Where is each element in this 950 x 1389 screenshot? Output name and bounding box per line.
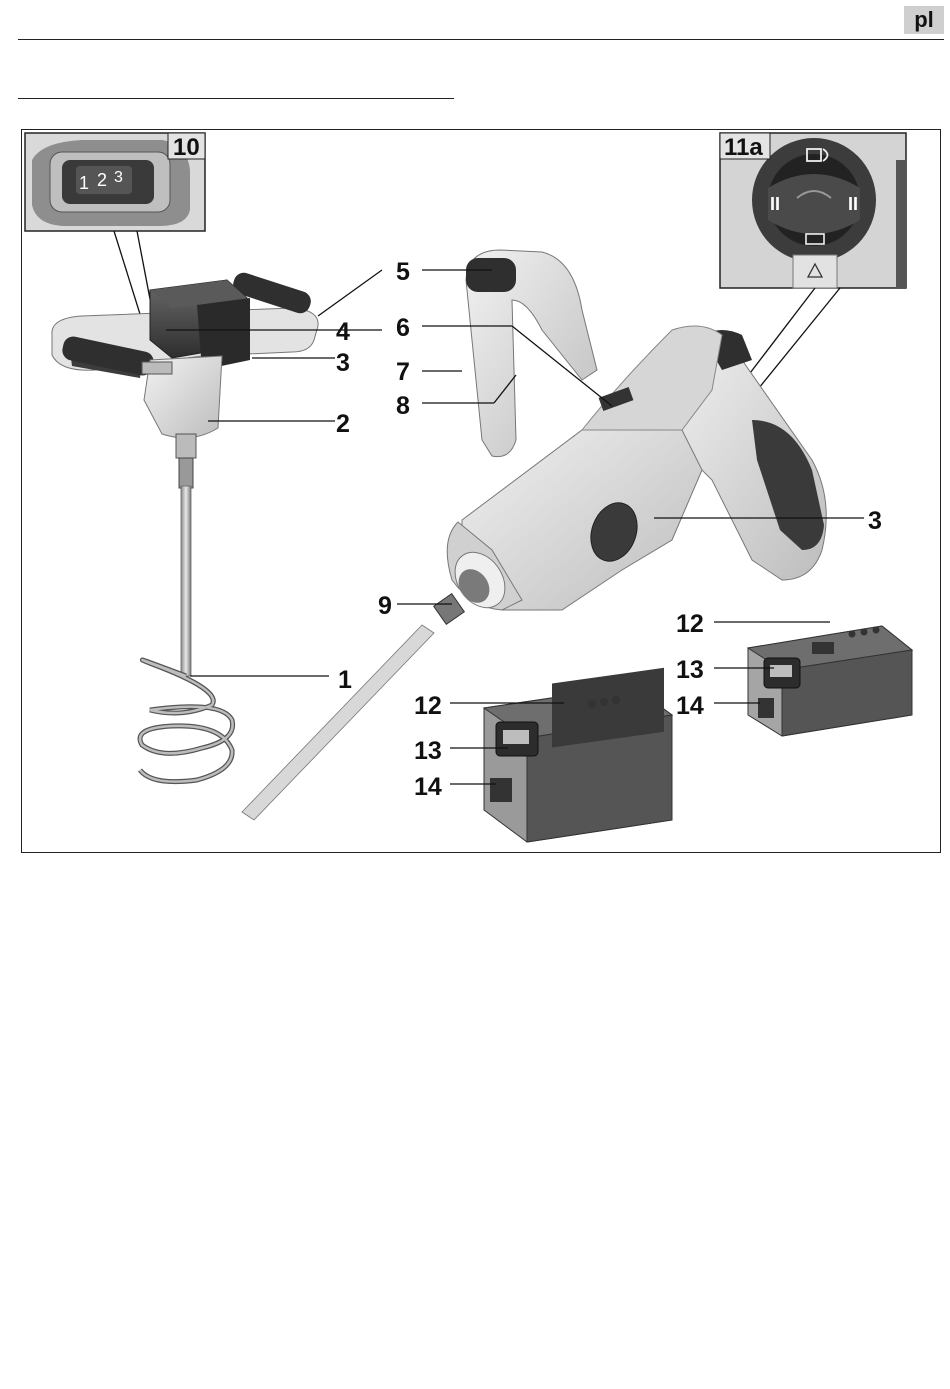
callout-12-small: 12 bbox=[676, 610, 704, 638]
inset-label-11a: 11a bbox=[724, 134, 763, 161]
language-badge: pl bbox=[904, 6, 944, 34]
callout-6: 6 bbox=[396, 314, 410, 342]
header-rule bbox=[18, 39, 944, 40]
callout-8: 8 bbox=[396, 392, 410, 420]
callout-13-small: 13 bbox=[676, 656, 704, 684]
callout-7: 7 bbox=[396, 358, 410, 386]
inset-gear-switch: II II 11a bbox=[720, 133, 906, 288]
callout-12-large: 12 bbox=[414, 692, 442, 720]
inset-label-10: 10 bbox=[173, 134, 200, 161]
battery-large bbox=[484, 668, 672, 842]
gear-pos-II: II bbox=[848, 194, 858, 214]
inset-speed-selector: 1 2 3 10 bbox=[25, 133, 205, 231]
illustration-canvas: 1 2 3 10 II II 11a bbox=[22, 130, 941, 853]
callout-2: 2 bbox=[336, 410, 350, 438]
gear-pos-I: II bbox=[770, 194, 780, 214]
battery-small bbox=[748, 626, 912, 736]
callout-1: 1 bbox=[338, 666, 352, 694]
speed-digit-1: 1 bbox=[79, 173, 89, 193]
callout-14-small: 14 bbox=[676, 692, 704, 720]
speed-digit-3: 3 bbox=[114, 169, 123, 186]
title-rule bbox=[18, 98, 454, 99]
callout-13-large: 13 bbox=[414, 737, 442, 765]
callout-4: 4 bbox=[336, 318, 350, 346]
callout-5: 5 bbox=[396, 258, 410, 286]
speed-digit-2: 2 bbox=[97, 170, 107, 190]
callout-3-left: 3 bbox=[336, 349, 350, 377]
callout-9: 9 bbox=[378, 592, 392, 620]
product-illustration: 1 2 3 10 II II 11a bbox=[21, 129, 941, 853]
callout-14-large: 14 bbox=[414, 773, 442, 801]
callout-3-right: 3 bbox=[868, 507, 882, 535]
mixer-drawing-left bbox=[52, 270, 318, 781]
